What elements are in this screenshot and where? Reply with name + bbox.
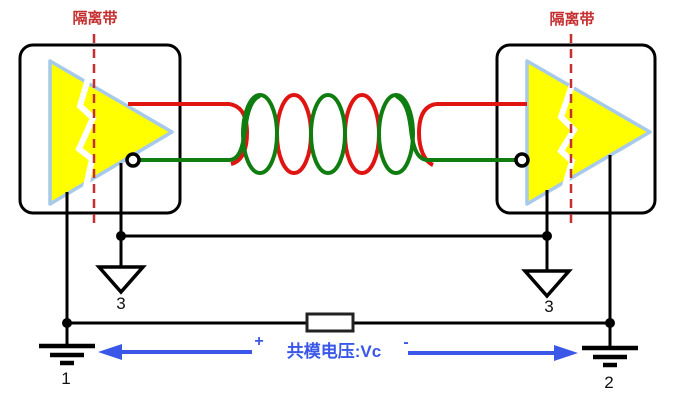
common-mode-voltage-label: 共模电压:Vc (287, 341, 381, 361)
right-inverting-terminal-icon (514, 152, 530, 168)
right-isolation-label: 隔离带 (549, 10, 594, 28)
right-chassis-ground-icon (521, 269, 573, 299)
right-earth-ground-icon (582, 345, 638, 368)
common-mode-left-arrow-icon (98, 344, 252, 360)
right-amplifier-icon (525, 59, 652, 206)
left-inverting-terminal-icon (125, 152, 141, 168)
left-earth-ground-number: 1 (61, 369, 70, 388)
left-earth-ground-icon (39, 343, 95, 366)
left-isolation-crack-icon (75, 71, 97, 202)
left-isolation-label: 隔离带 (72, 9, 117, 27)
green-signal-wire (140, 93, 516, 175)
left-chassis-ground-number: 3 (116, 294, 125, 313)
resistor-icon (305, 312, 355, 333)
right-chassis-ground-number: 3 (544, 297, 553, 316)
right-isolation-crack-icon (557, 84, 578, 187)
common-mode-right-arrow-icon (408, 345, 578, 361)
left-chassis-ground-icon (95, 265, 147, 295)
right-earth-ground-number: 2 (604, 373, 613, 392)
junction-dot (116, 231, 126, 241)
junction-dot (605, 318, 615, 328)
plus-sign-label: + (254, 333, 263, 350)
minus-sign-label: - (403, 334, 408, 351)
junction-dot (62, 318, 72, 328)
junction-dot (542, 231, 552, 241)
